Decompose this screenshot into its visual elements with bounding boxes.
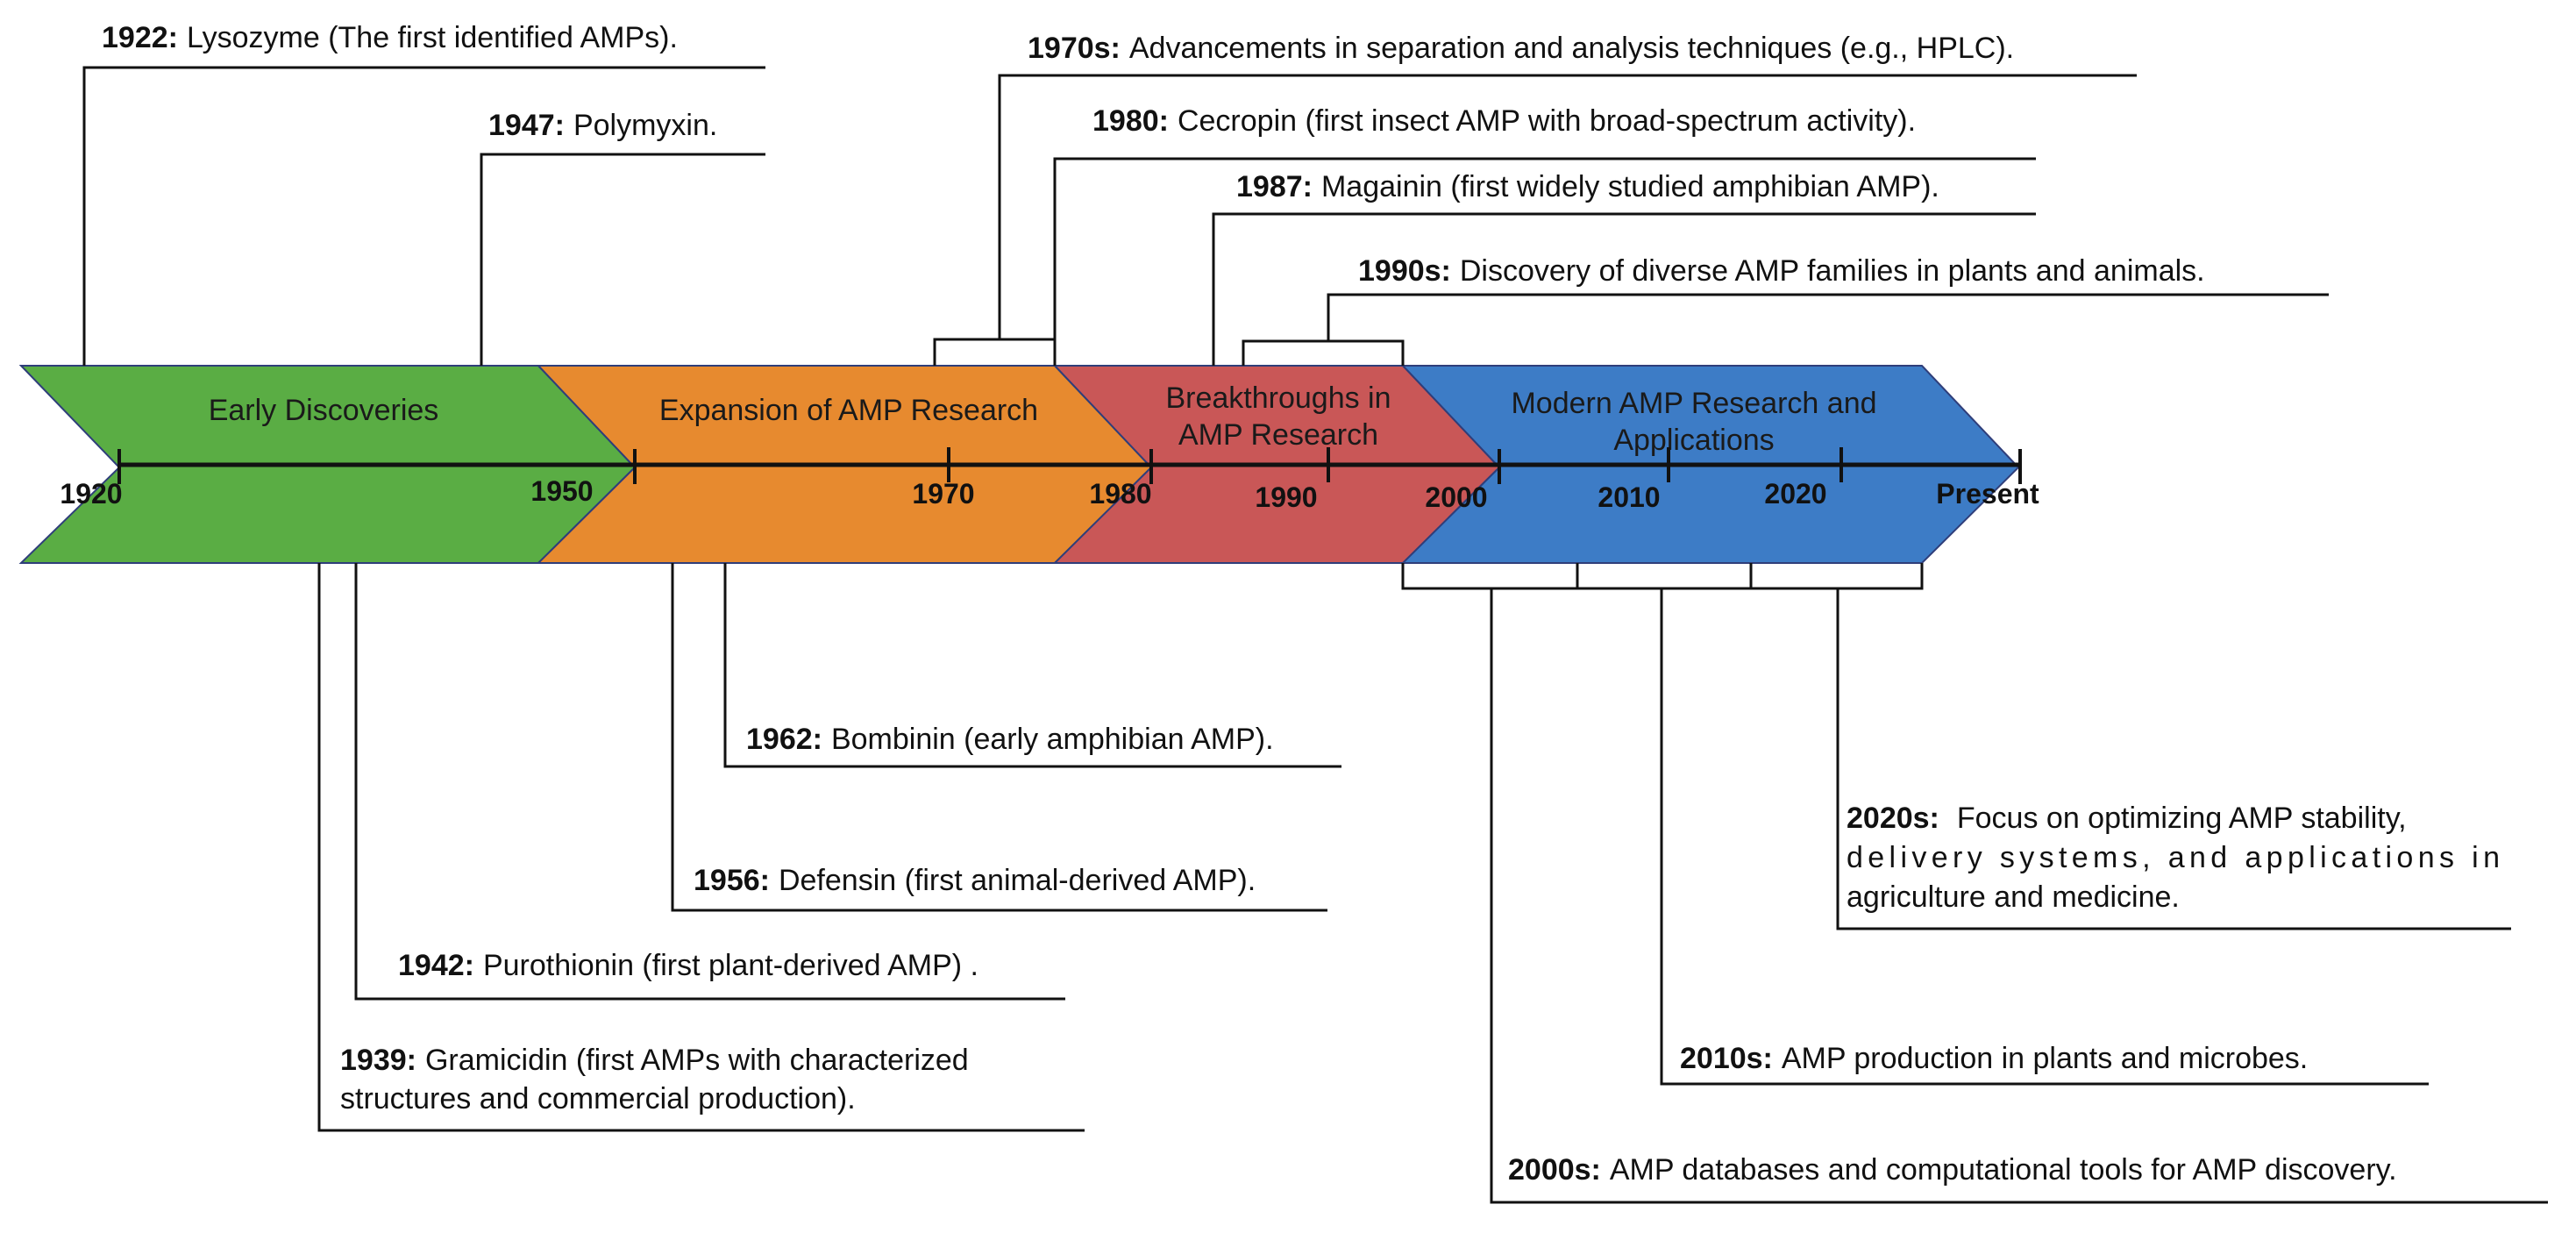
top-connectors bbox=[82, 66, 2329, 366]
bracket-2000s bbox=[1401, 563, 1579, 590]
connector-1980 bbox=[1053, 157, 2036, 366]
connector-1962 bbox=[723, 563, 1341, 768]
connector-1987 bbox=[1212, 212, 2036, 366]
bracket-1970s bbox=[933, 338, 1057, 366]
tick-label: 1950 bbox=[530, 475, 593, 507]
tick-label: 2010 bbox=[1598, 481, 1660, 513]
connector-1956 bbox=[671, 563, 1327, 912]
bottom-connectors bbox=[317, 563, 2548, 1204]
bracket-2020s bbox=[1749, 563, 1924, 590]
event-1970s: 1970s:Advancements in separation and ana… bbox=[1028, 32, 2014, 65]
tick-label: 1980 bbox=[1089, 478, 1151, 510]
event-2000s: 2000s:AMP databases and computational to… bbox=[1508, 1153, 2397, 1187]
phase-label-expansion: Expansion of AMP Research bbox=[659, 394, 1038, 427]
connector-1922 bbox=[82, 66, 765, 366]
event-2010s: 2010s:AMP production in plants and micro… bbox=[1680, 1042, 2308, 1075]
event-1922: 1922:Lysozyme (The first identified AMPs… bbox=[102, 21, 678, 54]
connector-1942 bbox=[354, 563, 1065, 1001]
connector-2000s bbox=[1490, 588, 2548, 1204]
axis-ticks bbox=[117, 447, 2022, 484]
axis-tick-labels: 1920 1950 1970 1980 1990 2000 2010 2020 … bbox=[60, 475, 2039, 513]
bracket-1990s bbox=[1242, 339, 1405, 366]
connector-1970s bbox=[998, 74, 2137, 339]
event-1939: 1939:Gramicidin (first AMPs with charact… bbox=[340, 1044, 977, 1115]
connector-1990s bbox=[1327, 293, 2329, 341]
connector-2020s bbox=[1836, 588, 2511, 930]
connector-2010s bbox=[1660, 588, 2429, 1086]
tick-label: 2000 bbox=[1425, 481, 1487, 513]
event-1987: 1987:Magainin (first widely studied amph… bbox=[1236, 170, 1939, 203]
event-1942: 1942:Purothionin (first plant-derived AM… bbox=[398, 949, 978, 982]
connector-1947 bbox=[480, 153, 765, 366]
tick-label: 1920 bbox=[60, 478, 122, 510]
event-1990s: 1990s:Discovery of diverse AMP families … bbox=[1358, 254, 2205, 288]
connector-1939 bbox=[317, 563, 1085, 1132]
tick-label: 2020 bbox=[1764, 478, 1826, 510]
tick-label: 1990 bbox=[1255, 481, 1317, 513]
bracket-2010s bbox=[1576, 563, 1753, 590]
event-1947: 1947:Polymyxin. bbox=[488, 109, 717, 142]
tick-label: 1970 bbox=[912, 478, 974, 510]
event-1962: 1962:Bombinin (early amphibian AMP). bbox=[746, 723, 1274, 756]
phase-label-early: Early Discoveries bbox=[209, 394, 439, 427]
event-2020s: 2020s:Focus on optimizing AMP stability,… bbox=[1847, 802, 2513, 914]
event-1980: 1980:Cecropin (first insect AMP with bro… bbox=[1092, 104, 1916, 138]
tick-label: Present bbox=[1936, 478, 2039, 510]
event-1956: 1956:Defensin (first animal-derived AMP)… bbox=[694, 864, 1256, 897]
